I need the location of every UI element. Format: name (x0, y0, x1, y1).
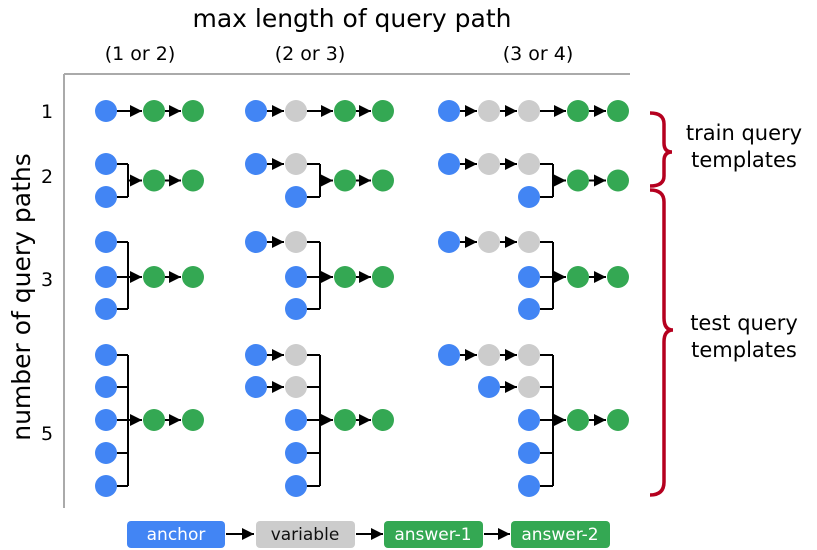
anchor-node (245, 376, 267, 398)
anchor-node (95, 186, 117, 208)
answer-node (372, 169, 394, 192)
anchor-node (95, 409, 117, 431)
answer-node (143, 169, 165, 192)
test-brace (649, 188, 674, 497)
y-axis-title: number of query paths (7, 153, 36, 441)
x-axis-title: max length of query path (192, 4, 511, 33)
answer-node (372, 100, 394, 122)
answer-node (182, 409, 204, 431)
legend: anchor variable answer-1 answer-2 (127, 521, 610, 548)
anchor-node (95, 298, 117, 320)
answer-node (567, 409, 589, 431)
anchor-node (245, 100, 267, 122)
variable-node (285, 344, 307, 366)
anchor-node (518, 475, 540, 497)
test-label-line2: templates (691, 338, 797, 362)
legend-answer-1-box (384, 521, 483, 548)
anchor-node (518, 266, 540, 288)
legend-variable-box (256, 521, 355, 548)
anchor-node (518, 409, 540, 431)
column-label-1: (1 or 2) (105, 43, 176, 65)
answer-node (182, 100, 204, 122)
template-grid (95, 100, 629, 497)
anchor-node (478, 376, 500, 398)
variable-node (285, 231, 307, 253)
anchor-node (438, 100, 460, 122)
answer-node (607, 409, 629, 431)
column-label-2: (2 or 3) (275, 43, 346, 65)
variable-node (285, 100, 307, 122)
column-label-3: (3 or 4) (503, 43, 574, 65)
variable-node (478, 153, 500, 175)
variable-node (285, 376, 307, 398)
anchor-node (95, 266, 117, 288)
row-label-1: 1 (41, 101, 53, 123)
anchor-node (518, 186, 540, 208)
legend-anchor-label: anchor (147, 525, 206, 545)
answer-node (607, 100, 629, 122)
anchor-node (518, 442, 540, 464)
anchor-node (95, 153, 117, 175)
anchor-node (285, 266, 307, 288)
answer-node (334, 266, 356, 288)
anchor-node (95, 475, 117, 497)
anchor-node (285, 409, 307, 431)
test-label-line1: test query (690, 311, 798, 335)
anchor-node (95, 344, 117, 366)
answer-node (143, 266, 165, 288)
anchor-node (245, 231, 267, 253)
anchor-node (438, 231, 460, 253)
variable-node (478, 100, 500, 122)
train-brace (649, 111, 673, 188)
legend-answer-1-label: answer-1 (394, 525, 471, 545)
anchor-node (95, 376, 117, 398)
variable-node (285, 153, 307, 175)
anchor-node (95, 231, 117, 253)
answer-node (607, 266, 629, 288)
answer-node (334, 409, 356, 431)
answer-node (567, 100, 589, 122)
anchor-node (245, 153, 267, 175)
variable-node (518, 100, 540, 122)
answer-node (567, 266, 589, 288)
anchor-node (285, 475, 307, 497)
variable-node (518, 153, 540, 175)
anchor-node (518, 298, 540, 320)
anchor-node (438, 153, 460, 175)
anchor-node (245, 344, 267, 366)
answer-node (372, 409, 394, 431)
answer-node (567, 169, 589, 192)
train-label-line2: templates (691, 148, 797, 172)
answer-node (334, 100, 356, 122)
legend-answer-2-label: answer-2 (521, 525, 598, 545)
anchor-node (95, 100, 117, 122)
variable-node (518, 231, 540, 253)
train-label-line1: train query (686, 121, 802, 145)
answer-node (143, 409, 165, 431)
answer-node (607, 169, 629, 192)
answer-node (182, 266, 204, 288)
variable-node (478, 231, 500, 253)
legend-variable-label: variable (271, 525, 340, 545)
answer-node (143, 100, 165, 122)
anchor-node (95, 442, 117, 464)
row-label-2: 2 (41, 166, 53, 188)
anchor-node (285, 298, 307, 320)
variable-node (478, 344, 500, 366)
anchor-node (285, 186, 307, 208)
answer-node (182, 169, 204, 192)
answer-node (334, 169, 356, 192)
legend-answer-2-box (511, 521, 610, 548)
legend-anchor-box (127, 521, 225, 548)
row-label-3: 3 (41, 269, 53, 291)
variable-node (518, 376, 540, 398)
anchor-node (285, 442, 307, 464)
row-label-5: 5 (41, 423, 53, 445)
answer-node (372, 266, 394, 288)
variable-node (518, 344, 540, 366)
anchor-node (438, 344, 460, 366)
